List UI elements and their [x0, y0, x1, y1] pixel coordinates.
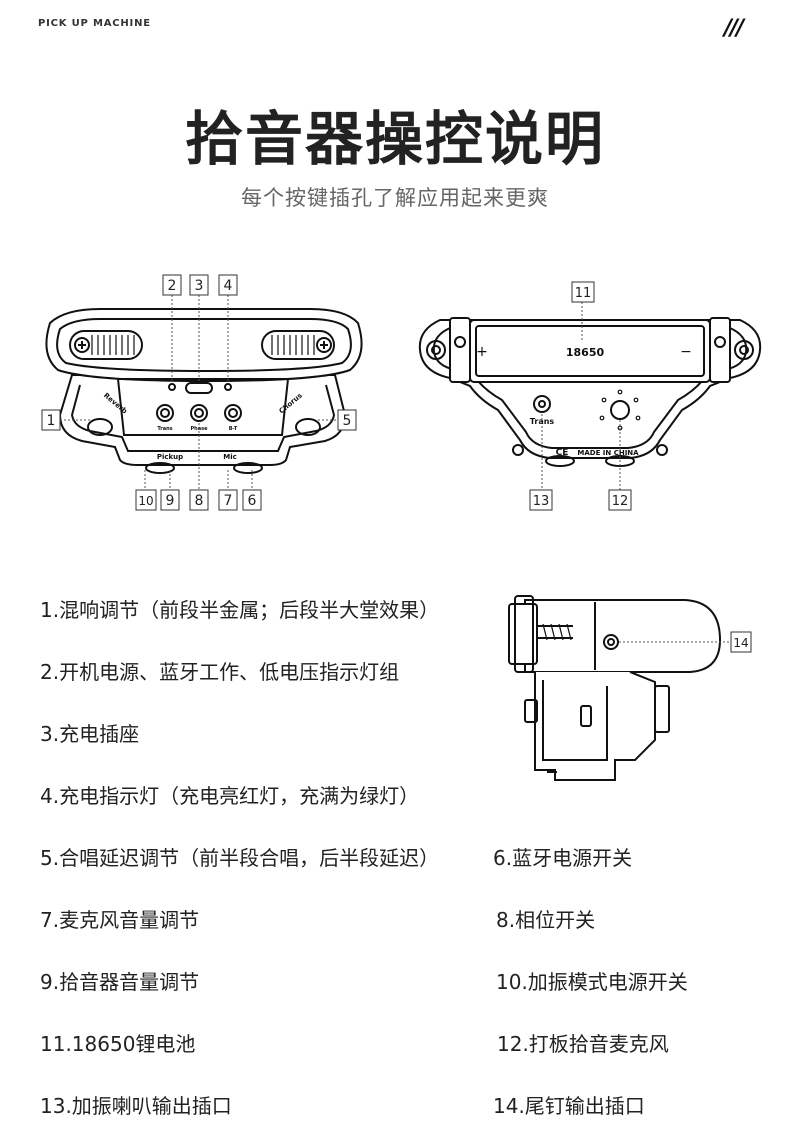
phase-label: Phase	[191, 426, 209, 432]
callout-12: 12	[612, 494, 629, 509]
legend-item-9: 9.拾音器音量调节	[40, 970, 200, 994]
legend-item-1: 1.混响调节（前段半金属；后段半大堂效果）	[40, 598, 440, 622]
callout-1: 1	[47, 413, 56, 429]
callout-9: 9	[166, 493, 175, 509]
legend-item-8: 8.相位开关	[496, 908, 596, 932]
page-subtitle: 每个按键插孔了解应用起来更爽	[241, 186, 549, 210]
legend-item-4: 4.充电指示灯（充电亮红灯，充满为绿灯）	[40, 784, 420, 808]
pickup-label: Pickup	[157, 453, 183, 461]
callout-4: 4	[224, 278, 233, 294]
legend-item-14: 14.尾钉输出插口	[493, 1094, 645, 1118]
slash-decoration-icon: ///	[724, 16, 744, 41]
front-view-diagram: Reverb Chorus Trans Phase B-T Pickup Mic…	[41, 274, 363, 511]
bt-label: B-T	[229, 426, 238, 432]
back-view-diagram: 18650 + − Trans CE MADE IN CHINA 11 13 1…	[418, 281, 762, 511]
legend-item-13: 13.加振喇叭输出插口	[40, 1094, 232, 1118]
battery-label: 18650	[566, 346, 605, 359]
legend-item-2: 2.开机电源、蓝牙工作、低电压指示灯组	[40, 660, 400, 684]
callout-8: 8	[195, 493, 204, 509]
callout-10: 10	[138, 494, 153, 508]
callout-13: 13	[533, 494, 550, 509]
ce-mark: CE	[556, 448, 569, 458]
legend-item-5: 5.合唱延迟调节（前半段合唱，后半段延迟）	[40, 846, 440, 870]
brand-label: PICK UP MACHINE	[38, 18, 151, 29]
callout-11: 11	[575, 286, 592, 301]
minus-label: −	[680, 344, 692, 360]
legend-item-10: 10.加振模式电源开关	[496, 970, 688, 994]
callout-2: 2	[168, 278, 177, 294]
legend-item-11: 11.18650锂电池	[40, 1032, 196, 1056]
back-trans-label: Trans	[530, 417, 555, 426]
callout-14: 14	[733, 636, 748, 650]
trans-label: Trans	[157, 426, 172, 432]
plus-label: +	[476, 344, 488, 360]
side-view-diagram: 14	[508, 595, 752, 781]
callout-7: 7	[224, 493, 233, 509]
legend-item-3: 3.充电插座	[40, 722, 140, 746]
legend-item-6: 6.蓝牙电源开关	[493, 846, 633, 870]
legend-item-7: 7.麦克风音量调节	[40, 908, 200, 932]
callout-3: 3	[195, 278, 204, 294]
made-in-label: MADE IN CHINA	[577, 449, 639, 457]
callout-5: 5	[343, 413, 352, 429]
callout-6: 6	[248, 493, 257, 509]
mic-label: Mic	[223, 453, 237, 461]
legend-item-12: 12.打板拾音麦克风	[497, 1032, 669, 1056]
page-title: 拾音器操控说明	[184, 105, 605, 173]
